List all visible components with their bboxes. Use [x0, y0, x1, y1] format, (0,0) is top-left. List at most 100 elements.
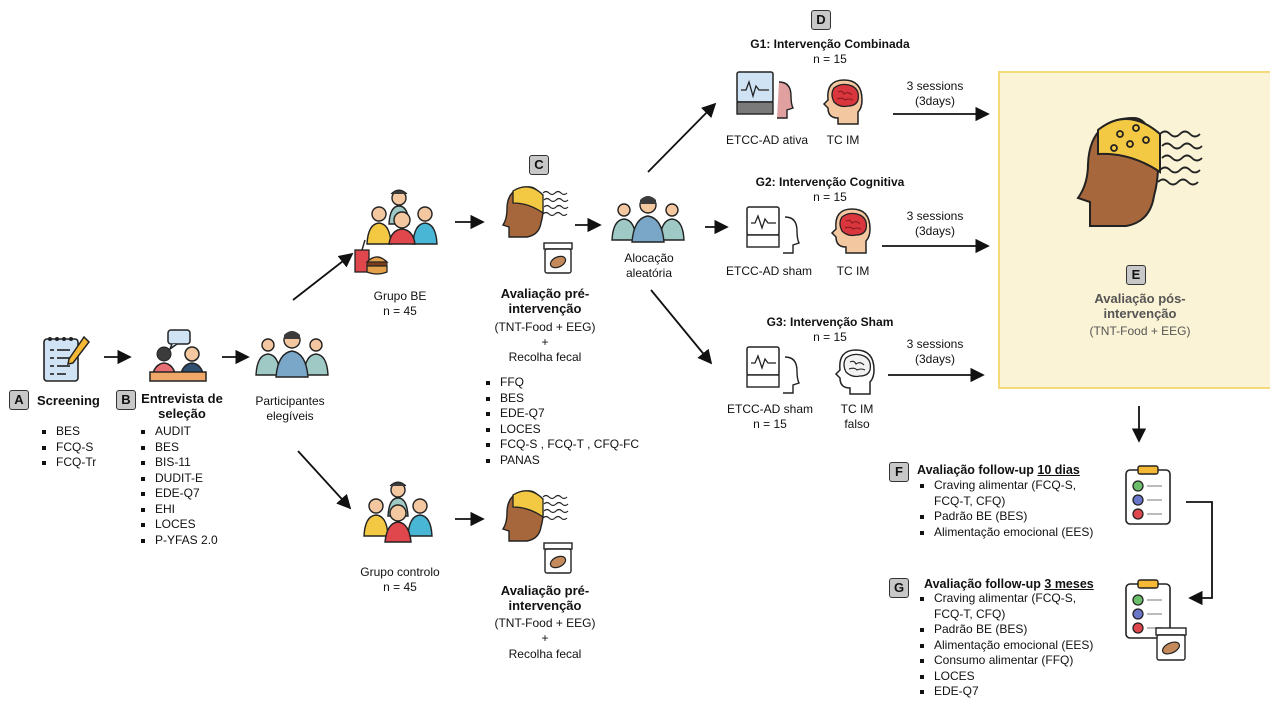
- eligible-label: Participantes elegíveis: [255, 394, 325, 423]
- tdcs-monitor-icon: [745, 205, 801, 264]
- g3-title-bold: G3: [766, 315, 783, 329]
- g1-n: n = 15: [813, 52, 847, 66]
- brain-head-outline-icon: [834, 348, 878, 401]
- badge-b: B: [116, 390, 136, 410]
- list-item: BES: [40, 424, 96, 440]
- tdcs-monitor-icon: [745, 345, 801, 404]
- arrow-allocation-g3: [650, 289, 713, 365]
- badge-a: A: [9, 390, 29, 410]
- g2-title-bold: G2: [755, 175, 772, 189]
- g3-tdcs-n: n = 15: [753, 417, 787, 431]
- g3-tdcs: ETCC-AD sham: [726, 402, 813, 416]
- badge-d: D: [811, 10, 831, 30]
- arrow-eligible-control: [297, 450, 352, 510]
- screening-title: Screening: [37, 393, 100, 408]
- group-icon: [254, 327, 330, 384]
- followup-10-title-prefix: Avaliação follow-up: [917, 463, 1038, 477]
- list-item: LOCES: [918, 669, 1108, 685]
- g2-tdcs: ETCC-AD sham: [726, 264, 813, 278]
- eeg-head-large-icon: [1070, 110, 1206, 255]
- list-item: Alimentação emocional (EES): [918, 525, 1098, 541]
- g3-days: (3days): [914, 352, 955, 366]
- list-item: FCQ-Tr: [40, 455, 96, 471]
- pre-eval-subtitle: (TNT-Food + EEG): [494, 320, 596, 334]
- list-item: Consumo alimentar (FFQ): [918, 653, 1108, 669]
- g2-days: (3days): [914, 224, 955, 238]
- badge-f: F: [889, 462, 909, 482]
- g1-days: (3days): [914, 94, 955, 108]
- list-item: Padrão BE (BES): [918, 509, 1098, 525]
- followup-10-title-em: 10 dias: [1037, 463, 1080, 477]
- group-be-n: n = 45: [383, 304, 417, 318]
- notepad-icon: [40, 333, 92, 388]
- list-item: EHI: [139, 502, 218, 518]
- list-item: FCQ-S , FCQ-T , CFQ-FC: [484, 437, 639, 453]
- list-item: P-YFAS 2.0: [139, 533, 218, 549]
- pre-eval-title: Avaliação pré-intervenção: [500, 286, 590, 316]
- pre-eval-fecal: Recolha fecal: [508, 350, 582, 364]
- list-item: Craving alimentar (FCQ-S, FCQ-T, CFQ): [918, 591, 1108, 622]
- post-eval-title: Avaliação pós-intervenção: [1094, 291, 1186, 321]
- list-item: AUDIT: [139, 424, 218, 440]
- group-control-n: n = 45: [383, 580, 417, 594]
- allocation-label: Alocação aleatória: [624, 251, 674, 280]
- g1-tc: TC IM: [826, 133, 860, 147]
- stool-sample-icon: [543, 542, 573, 579]
- group-be-label: Grupo BE: [373, 289, 427, 303]
- stool-sample-icon: [543, 242, 573, 279]
- arrow-allocation-g1: [647, 102, 717, 173]
- eeg-head-icon: [499, 183, 571, 246]
- list-item: Padrão BE (BES): [918, 622, 1108, 638]
- pre-eval-control-subtitle: (TNT-Food + EEG): [494, 616, 596, 630]
- group-control-icon: [358, 480, 438, 555]
- badge-e: E: [1126, 265, 1146, 285]
- followup-3m-title: Avaliação follow-up 3 meses: [924, 577, 1094, 592]
- pre-eval-control-title: Avaliação pré-intervenção: [500, 583, 590, 613]
- badge-c: C: [529, 155, 549, 175]
- g2-title-rest: : Intervenção Cognitiva: [771, 175, 905, 189]
- g3-sessions: 3 sessions: [906, 337, 964, 351]
- arrow-f-to-g: [1186, 501, 1213, 606]
- arrow-eligible-be: [292, 252, 354, 301]
- g2-sessions: 3 sessions: [906, 209, 964, 223]
- g2-n: n = 15: [813, 190, 847, 204]
- list-item: Craving alimentar (FCQ-S, FCQ-T, CFQ): [918, 478, 1098, 509]
- eeg-head-icon: [499, 487, 571, 550]
- followup-10-list: Craving alimentar (FCQ-S, FCQ-T, CFQ) Pa…: [918, 478, 1098, 540]
- post-eval-subtitle: (TNT-Food + EEG): [1089, 324, 1191, 338]
- pre-eval-control-fecal: Recolha fecal: [508, 647, 582, 661]
- g3-title: G3: Intervenção Sham: [700, 315, 960, 330]
- followup-10-title: Avaliação follow-up 10 dias: [917, 463, 1080, 478]
- g1-sessions: 3 sessions: [906, 79, 964, 93]
- list-item: EDE-Q7: [918, 684, 1108, 700]
- g1-title-bold: G1: [750, 37, 767, 51]
- list-item: DUDIT-E: [139, 471, 218, 487]
- g2-title: G2: Intervenção Cognitiva: [700, 175, 960, 190]
- g1-title: G1: Intervenção Combinada: [700, 37, 960, 52]
- followup-3m-title-em: 3 meses: [1044, 577, 1094, 591]
- checklist-icon: [1122, 464, 1176, 531]
- list-item: EDE-Q7: [139, 486, 218, 502]
- interview-title: Entrevista de seleção: [141, 391, 223, 421]
- list-item: BES: [139, 440, 218, 456]
- interview-icon: [148, 328, 208, 389]
- pre-eval-plus: +: [541, 335, 549, 349]
- g3-title-rest: : Intervenção Sham: [782, 315, 894, 329]
- tdcs-monitor-icon: [735, 70, 795, 129]
- list-item: EDE-Q7: [484, 406, 639, 422]
- stool-sample-icon: [1155, 627, 1187, 666]
- g3-tc: TC IM falso: [840, 402, 874, 431]
- pre-eval-control-plus: +: [541, 631, 549, 645]
- list-item: BES: [484, 391, 639, 407]
- list-item: PANAS: [484, 453, 639, 469]
- g2-tc: TC IM: [836, 264, 870, 278]
- group-control-label: Grupo controlo: [360, 565, 440, 579]
- list-item: BIS-11: [139, 455, 218, 471]
- screening-list: BES FCQ-S FCQ-Tr: [40, 424, 96, 471]
- badge-g: G: [889, 578, 909, 598]
- g3-n: n = 15: [813, 330, 847, 344]
- g1-tdcs: ETCC-AD ativa: [726, 133, 809, 147]
- list-item: FFQ: [484, 375, 639, 391]
- checklist-icon: [1122, 578, 1176, 645]
